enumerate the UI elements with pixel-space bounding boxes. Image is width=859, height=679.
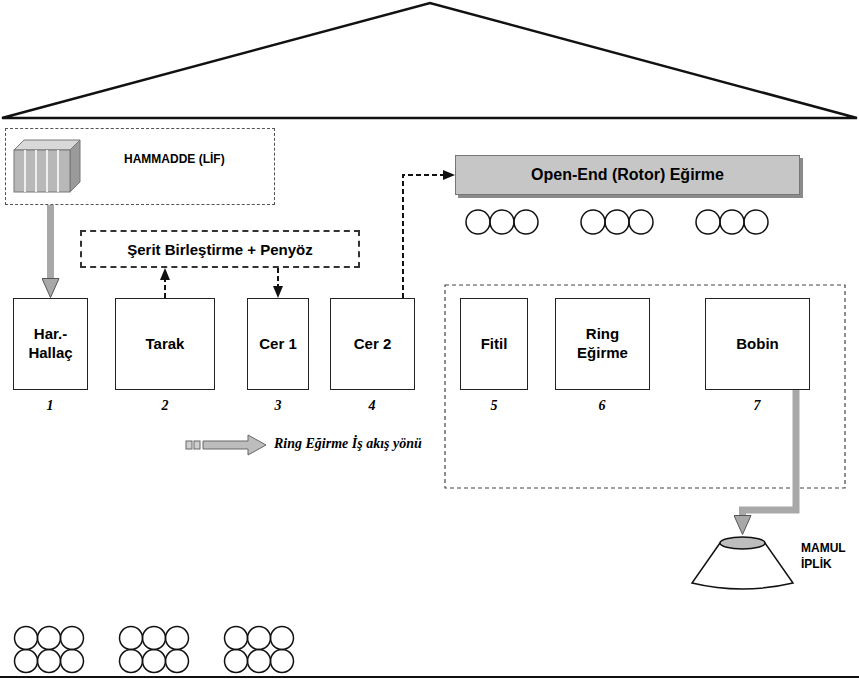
process-box: Cer 2 xyxy=(330,298,415,390)
machine-circle xyxy=(120,650,143,673)
machine-circle xyxy=(143,650,166,673)
process-box: Ring Eğirme xyxy=(555,298,650,390)
machine-circle xyxy=(61,650,84,673)
machine-circle xyxy=(490,210,514,234)
machine-circle xyxy=(166,650,189,673)
process-box: Open-End (Rotor) Eğirme xyxy=(455,155,800,195)
machine-circle xyxy=(166,627,189,650)
machine-circle xyxy=(120,627,143,650)
raw-material-box: HAMMADDE (LİF) xyxy=(5,128,275,205)
process-box: Fitil xyxy=(460,298,528,390)
cone-shape xyxy=(690,535,795,590)
machine-circle xyxy=(744,210,768,234)
node-text: Cer 1 xyxy=(259,335,297,354)
machine-circle xyxy=(248,650,271,673)
machine-circle xyxy=(225,650,248,673)
machine-circle xyxy=(629,210,653,234)
node-text: Open-End (Rotor) Eğirme xyxy=(531,166,724,184)
machine-circle xyxy=(15,650,38,673)
flow-label: Ring Eğirme İş akış yönü xyxy=(274,436,422,452)
machine-circle xyxy=(15,627,38,650)
machine-circle xyxy=(225,627,248,650)
dashed-connector xyxy=(277,268,279,286)
machine-circle xyxy=(271,627,294,650)
callout-number: 7 xyxy=(745,398,769,414)
callout-number: 5 xyxy=(482,398,506,414)
dashed-connector xyxy=(403,175,443,298)
node-text: Ring Eğirme xyxy=(560,325,645,363)
flow-arrow xyxy=(47,205,54,278)
machine-circle xyxy=(514,210,538,234)
machine-circle xyxy=(143,627,166,650)
machine-circle xyxy=(271,650,294,673)
flow-direction-arrow xyxy=(186,435,266,455)
ring-machines xyxy=(15,627,294,673)
node-text: Şerit Birleştirme + Penyöz xyxy=(127,241,313,258)
machine-circle xyxy=(720,210,744,234)
machine-circle xyxy=(696,210,720,234)
rotor-machines xyxy=(466,210,768,234)
process-box: Har.- Hallaç xyxy=(13,298,88,390)
node-text: Bobin xyxy=(736,335,779,354)
machine-circle xyxy=(61,627,84,650)
callout-number: 1 xyxy=(38,398,62,414)
ring-group-outline xyxy=(445,285,845,488)
callout-number: 3 xyxy=(266,398,290,414)
node-text: Fitil xyxy=(481,335,508,354)
callout-number: 4 xyxy=(360,398,384,414)
floor-line xyxy=(0,676,859,678)
dashed-connector xyxy=(164,280,166,298)
machine-circle xyxy=(466,210,490,234)
machine-circle xyxy=(248,627,271,650)
machine-circle xyxy=(38,627,61,650)
callout-number: 6 xyxy=(590,398,614,414)
machine-circle xyxy=(605,210,629,234)
node-text: MAMUL İPLİK xyxy=(801,541,851,572)
roof-outline xyxy=(2,3,857,118)
fiber-bale xyxy=(14,140,80,192)
node-text: Har.- Hallaç xyxy=(18,325,83,363)
flow-arrow xyxy=(743,390,797,515)
node-text: HAMMADDE (LİF) xyxy=(124,151,234,167)
node-text: Tarak xyxy=(146,335,185,354)
process-box: Tarak xyxy=(115,298,215,390)
callout-number: 2 xyxy=(153,398,177,414)
process-box: Şerit Birleştirme + Penyöz xyxy=(80,230,360,268)
machine-circle xyxy=(38,650,61,673)
process-box: Bobin xyxy=(705,298,810,390)
node-text: Cer 2 xyxy=(354,335,392,354)
yarn-cone: MAMUL İPLİK xyxy=(690,535,795,590)
process-box: Cer 1 xyxy=(247,298,309,390)
machine-circle xyxy=(581,210,605,234)
